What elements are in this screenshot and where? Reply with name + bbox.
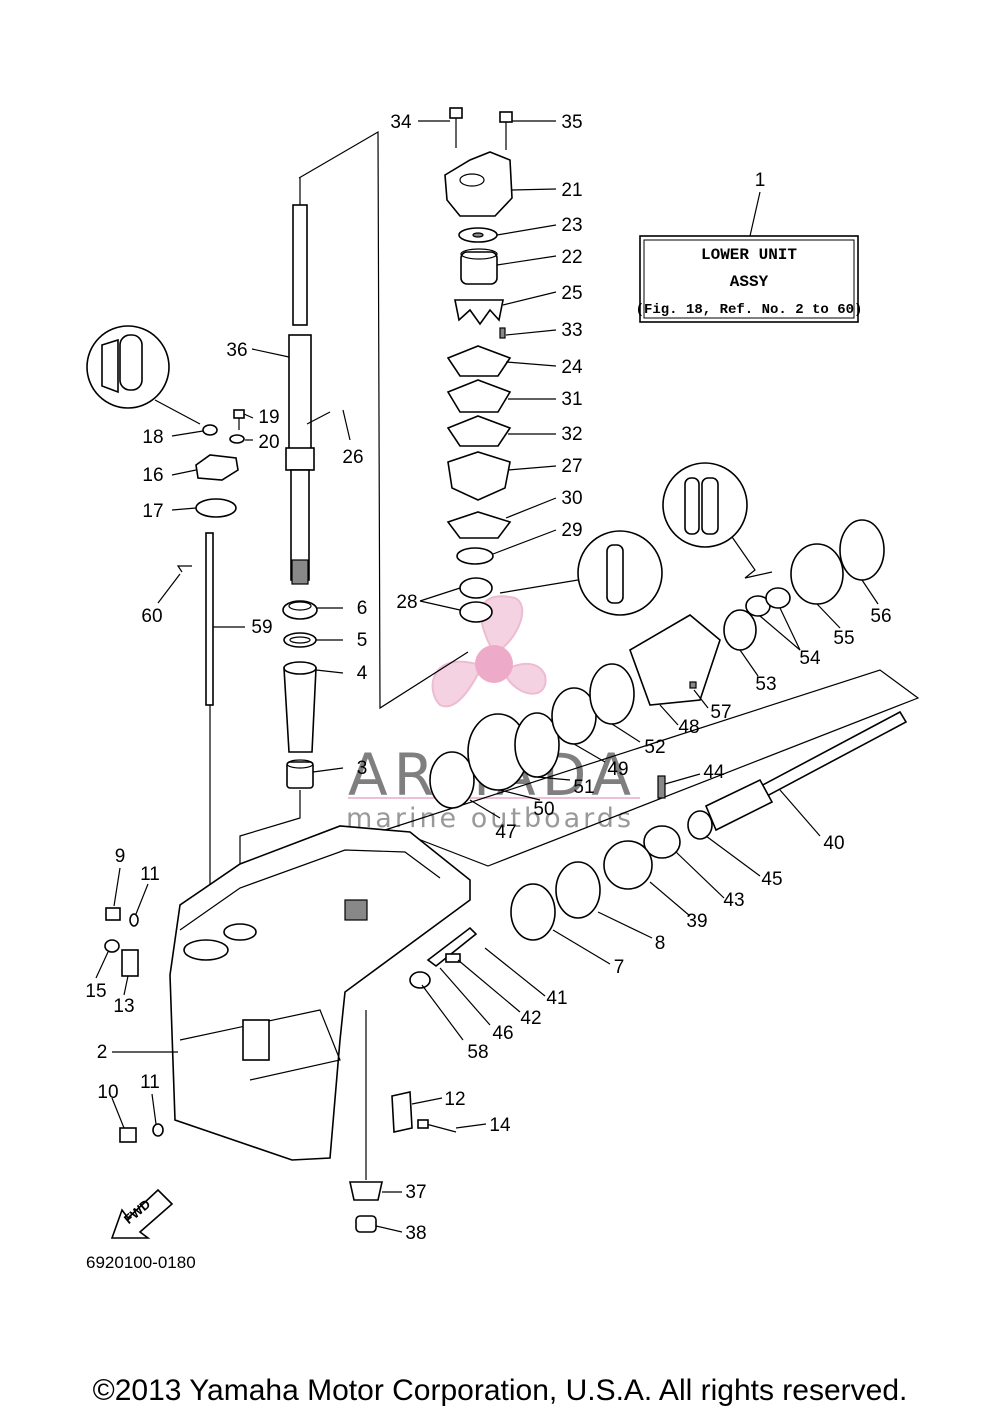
callout-34: 34 bbox=[390, 112, 412, 133]
callout-7: 7 bbox=[614, 957, 625, 978]
callout-33: 33 bbox=[561, 320, 582, 341]
callout-12: 12 bbox=[444, 1089, 465, 1110]
callout-40: 40 bbox=[823, 833, 844, 854]
callout-49: 49 bbox=[607, 759, 628, 780]
callout-41: 41 bbox=[546, 988, 567, 1009]
assy-box-line3: (Fig. 18, Ref. No. 2 to 60) bbox=[636, 302, 863, 318]
callout-36: 36 bbox=[226, 340, 247, 361]
callout-54: 54 bbox=[799, 648, 821, 669]
callout-24: 24 bbox=[561, 357, 583, 378]
water-pump-stack bbox=[444, 107, 513, 623]
callout-28: 28 bbox=[396, 592, 417, 613]
assy-box-line1: LOWER UNIT bbox=[701, 246, 797, 264]
fwd-arrow-icon: FWD bbox=[110, 1188, 174, 1239]
callout-47: 47 bbox=[495, 822, 516, 843]
callout-21: 21 bbox=[561, 180, 582, 201]
leader-lines bbox=[95, 120, 879, 1233]
lower-case-housing bbox=[169, 825, 471, 1161]
callout-55: 55 bbox=[833, 628, 854, 649]
callout-46: 46 bbox=[492, 1023, 513, 1044]
callout-3: 3 bbox=[357, 758, 368, 779]
callout-39: 39 bbox=[686, 911, 707, 932]
callout-35: 35 bbox=[561, 112, 582, 133]
callout-29: 29 bbox=[561, 520, 582, 541]
callout-59: 59 bbox=[251, 617, 272, 638]
callout-1: 1 bbox=[755, 170, 766, 191]
callout-43: 43 bbox=[723, 890, 744, 911]
callout-58: 58 bbox=[467, 1042, 488, 1063]
callout-42: 42 bbox=[520, 1008, 541, 1029]
propeller-shaft-assembly bbox=[409, 519, 908, 989]
assy-box-line2: ASSY bbox=[730, 273, 769, 291]
callout-2: 2 bbox=[97, 1042, 108, 1063]
callout-17: 17 bbox=[142, 501, 163, 522]
callout-56: 56 bbox=[870, 606, 891, 627]
detail-circle-left bbox=[86, 325, 201, 425]
watermark-subtitle: marine outboards bbox=[346, 803, 634, 834]
shift-parts bbox=[176, 409, 245, 706]
callout-14: 14 bbox=[489, 1115, 511, 1136]
callout-18: 18 bbox=[142, 427, 163, 448]
callout-5: 5 bbox=[357, 630, 368, 651]
pinion-gear bbox=[349, 1181, 383, 1233]
callout-57: 57 bbox=[710, 702, 731, 723]
callout-26: 26 bbox=[342, 447, 363, 468]
callout-9: 9 bbox=[115, 846, 126, 867]
callout-15: 15 bbox=[85, 981, 106, 1002]
drive-shaft bbox=[285, 178, 315, 585]
callout-10: 10 bbox=[97, 1082, 118, 1103]
callout-16: 16 bbox=[142, 465, 163, 486]
callout-numbers: 1 2 3 4 5 6 7 8 9 10 11 11 12 13 14 15 1… bbox=[85, 112, 891, 1244]
callout-60: 60 bbox=[141, 606, 162, 627]
drawing-code: 6920100-0180 bbox=[86, 1253, 196, 1272]
callout-31: 31 bbox=[561, 389, 582, 410]
callout-50: 50 bbox=[533, 799, 554, 820]
watermark-propeller-icon bbox=[431, 595, 547, 708]
copyright-notice: ©2013 Yamaha Motor Corporation, U.S.A. A… bbox=[92, 1374, 908, 1407]
housing-hardware bbox=[104, 907, 457, 1143]
callout-13: 13 bbox=[113, 996, 134, 1017]
callout-53: 53 bbox=[755, 674, 776, 695]
callout-45: 45 bbox=[761, 869, 782, 890]
shaft-bearings bbox=[282, 600, 318, 789]
callout-11b: 11 bbox=[140, 1072, 160, 1093]
callout-44: 44 bbox=[703, 762, 725, 783]
callout-32: 32 bbox=[561, 424, 582, 445]
callout-19: 19 bbox=[258, 407, 279, 428]
detail-circle-right-mid bbox=[577, 530, 663, 616]
callout-51: 51 bbox=[573, 777, 594, 798]
callout-23: 23 bbox=[561, 215, 582, 236]
callout-48: 48 bbox=[678, 717, 699, 738]
callout-20: 20 bbox=[258, 432, 279, 453]
callout-8: 8 bbox=[655, 933, 666, 954]
callout-4: 4 bbox=[357, 663, 368, 684]
callout-6: 6 bbox=[357, 598, 368, 619]
callout-37: 37 bbox=[405, 1182, 426, 1203]
callout-38: 38 bbox=[405, 1223, 426, 1244]
callout-52: 52 bbox=[644, 737, 665, 758]
lower-unit-assy-box: LOWER UNIT ASSY (Fig. 18, Ref. No. 2 to … bbox=[636, 191, 863, 323]
callout-11a: 11 bbox=[140, 864, 160, 885]
detail-circle-right-top bbox=[662, 462, 748, 548]
callout-25: 25 bbox=[561, 283, 582, 304]
callout-30: 30 bbox=[561, 488, 582, 509]
callout-27: 27 bbox=[561, 456, 582, 477]
callout-22: 22 bbox=[561, 247, 582, 268]
